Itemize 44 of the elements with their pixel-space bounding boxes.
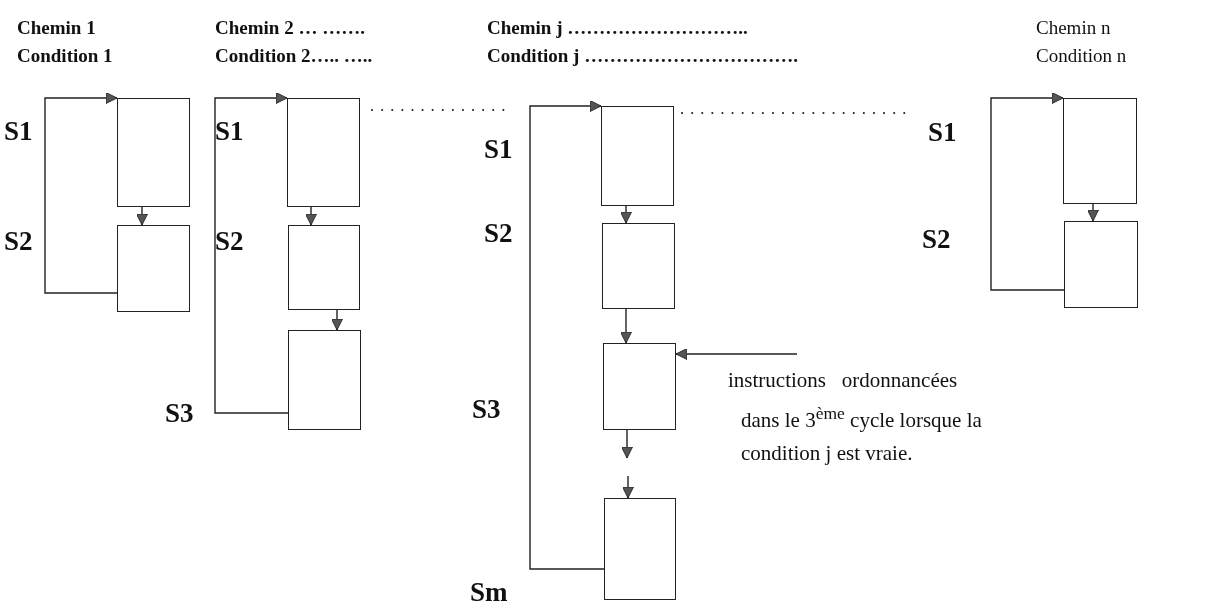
step-label: S3 (165, 398, 194, 428)
step-label: S1 (215, 116, 244, 146)
column-header: Chemin j ……………………….. (487, 16, 748, 40)
step-label: S1 (484, 134, 513, 164)
arrow (214, 92, 289, 414)
arrow (621, 429, 633, 459)
arrow (1087, 203, 1099, 222)
process-box (1063, 98, 1137, 204)
step-label: S2 (922, 224, 951, 254)
arrow (529, 100, 605, 570)
process-box (604, 498, 676, 600)
column-header: Condition n (1036, 44, 1127, 68)
arrow (622, 475, 634, 499)
arrow (620, 205, 632, 224)
column-header: Chemin 1 (17, 16, 96, 40)
arrow (620, 308, 632, 344)
process-box (117, 98, 190, 207)
process-box (117, 225, 190, 312)
arrow (990, 92, 1065, 291)
step-label: S1 (4, 116, 33, 146)
arrow (136, 206, 148, 226)
process-box (1064, 221, 1138, 308)
step-label: S2 (4, 226, 33, 256)
column-header: Condition 1 (17, 44, 113, 68)
step-label: Sm (470, 577, 508, 604)
column-header: Chemin n (1036, 16, 1111, 40)
process-box (602, 223, 675, 309)
column-header: Condition 2….. ….. (215, 44, 373, 68)
process-box (288, 330, 361, 430)
column-header: Condition j ……………………………. (487, 44, 798, 68)
step-label: S3 (472, 394, 501, 424)
process-box (603, 343, 676, 430)
step-label: S1 (928, 117, 957, 147)
arrow (305, 206, 317, 226)
process-box (288, 225, 360, 310)
annotation-text: instructions ordonnancées dans le 3$^{ème}$ cycle lorsque la condition j est vraie. (728, 364, 990, 470)
column-header: Chemin 2 … ……. (215, 16, 365, 40)
arrow (675, 348, 798, 360)
process-box (287, 98, 360, 207)
step-label: S2 (484, 218, 513, 248)
process-box (601, 106, 674, 206)
step-label: S2 (215, 226, 244, 256)
arrow (44, 92, 118, 294)
arrow (331, 309, 343, 331)
